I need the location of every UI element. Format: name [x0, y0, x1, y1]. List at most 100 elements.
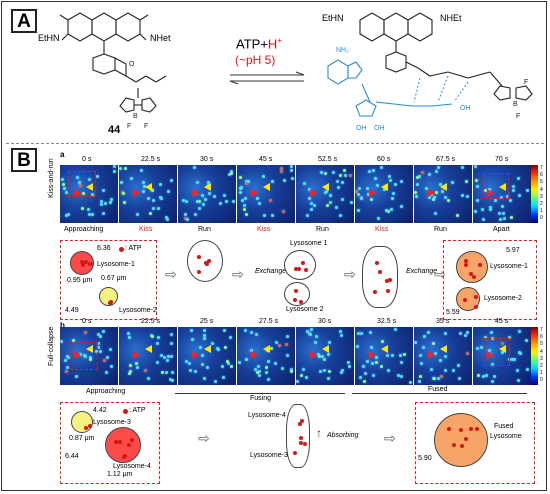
row-b-highlight-first [70, 342, 98, 370]
yellow-arrowhead-icon [86, 345, 93, 353]
fluorescent-spot [392, 192, 396, 196]
fluorescent-spot [60, 339, 64, 343]
fluorescent-spot [112, 165, 116, 169]
fluorescent-spot [224, 345, 228, 349]
fluorescent-spot [285, 334, 289, 338]
fluorescent-spot [434, 190, 438, 194]
fluorescent-spot [356, 332, 360, 336]
fluorescent-spot [189, 328, 193, 332]
fluorescent-spot [84, 355, 88, 359]
row-a-image-strip [60, 165, 532, 223]
row-a-stage-7: Apart [493, 226, 510, 233]
fluorescent-spot [255, 370, 259, 374]
fluorescent-spot [267, 359, 271, 363]
lysosome-1-circle [70, 251, 94, 275]
colorbar-tick: 6 [540, 334, 543, 341]
fluorescent-spot [62, 183, 66, 187]
fluorescent-spot [193, 166, 197, 170]
row-b-right-name2: Lysosome [490, 433, 522, 440]
row-b-right-name1: Fused [494, 423, 514, 430]
oh-label-2: OH [374, 125, 385, 132]
atp-legend-dot [119, 247, 124, 252]
fluorescent-spot [97, 345, 101, 349]
fluorescent-spot [88, 177, 92, 181]
fluorescent-spot [244, 357, 248, 361]
fluorescent-spot [326, 377, 330, 381]
fluorescent-spot [430, 367, 434, 371]
absorb-arrow-up: ↑ [316, 426, 322, 440]
colorbar-tick: 4 [540, 348, 543, 355]
left-nhet-label: NHet [150, 33, 171, 43]
lysosome-3-circle [71, 411, 93, 433]
fluorescent-spot [136, 365, 140, 369]
fluorescent-spot [318, 354, 322, 358]
fluorescent-spot [457, 363, 460, 367]
fluorescent-spot [89, 358, 93, 362]
arrow-right-a1: ⇨ [165, 266, 177, 282]
fluorescent-spot [341, 198, 345, 202]
fusing-bracket [175, 393, 345, 394]
row-a-time-6: 67.5 s [436, 156, 456, 163]
fluorescent-spot [389, 178, 393, 182]
row-a-time-4: 52.5 s [318, 156, 338, 163]
fluorescent-spot [81, 207, 85, 211]
red-arrowhead-icon [428, 189, 435, 197]
right-complex-structure: NH₂ OH OH OH B F F [327, 12, 533, 132]
red-arrowhead-icon [487, 351, 494, 359]
fluorescent-spot [97, 341, 101, 345]
fluorescent-spot [109, 347, 113, 351]
row-a-size1: 0.95 μm [67, 277, 93, 284]
fluorescent-spot [159, 195, 163, 199]
red-arrowhead-icon [310, 189, 317, 197]
fluorescent-spot [184, 212, 188, 216]
fluorescent-spot [64, 370, 68, 374]
red-arrowhead-icon [428, 351, 435, 359]
fluorescent-spot [323, 357, 327, 361]
fluorescent-spot [239, 175, 243, 179]
fluorescent-spot [258, 369, 262, 373]
colorbar-tick: 7 [540, 327, 543, 333]
fluorescent-spot [268, 199, 272, 203]
fluorescent-spot [371, 362, 375, 366]
fluorescent-spot [65, 365, 69, 369]
fused-lysosome-circle [434, 413, 488, 467]
atp-dot [458, 428, 463, 433]
fluorescent-spot [490, 380, 494, 384]
colorbar-tick: 1 [540, 208, 543, 215]
fluorescent-spot [428, 172, 432, 176]
fluorescent-spot [490, 363, 494, 367]
atp-dot [469, 426, 474, 431]
atp-dot [477, 262, 482, 267]
fluorescent-spot [96, 175, 100, 179]
row-a-right-val1: 5.97 [506, 247, 520, 254]
fluorescent-spot [271, 213, 275, 217]
fluorescent-spot [390, 208, 394, 212]
fluorescent-spot [466, 195, 470, 199]
row-b-stage-fusing: Fusing [250, 395, 272, 402]
atp-dot [122, 454, 127, 459]
fluorescent-spot [94, 349, 98, 353]
row-a-right-name2: Lysosome-2 [484, 295, 522, 302]
fluorescent-spot [201, 363, 205, 367]
fluorescent-spot [334, 205, 338, 209]
colorbar-tick: 7 [540, 165, 543, 171]
row-a-right-name1: Lysosome-1 [490, 263, 528, 270]
row-b-time-5: 32.5 s [377, 318, 397, 325]
row-a-frame-7 [473, 165, 531, 223]
fluorescent-spot [493, 375, 497, 379]
fluorescent-spot [476, 373, 480, 377]
fluorescent-spot [414, 340, 418, 344]
fluorescent-spot [319, 170, 323, 174]
fluorescent-spot [245, 181, 249, 185]
fluorescent-spot [219, 201, 223, 205]
fluorescent-spot [376, 183, 380, 187]
fluorescent-spot [356, 345, 360, 349]
row-a-mid-lys1: Lysosome 1 [290, 240, 328, 247]
fluorescent-spot [142, 180, 146, 184]
fluorescent-spot [161, 371, 165, 375]
fluorescent-spot [75, 176, 79, 180]
left-molecule-structure: O B F F [59, 12, 167, 130]
fluorescent-spot [347, 361, 351, 365]
fluorescent-spot [426, 331, 430, 335]
atp-dot [463, 258, 468, 263]
